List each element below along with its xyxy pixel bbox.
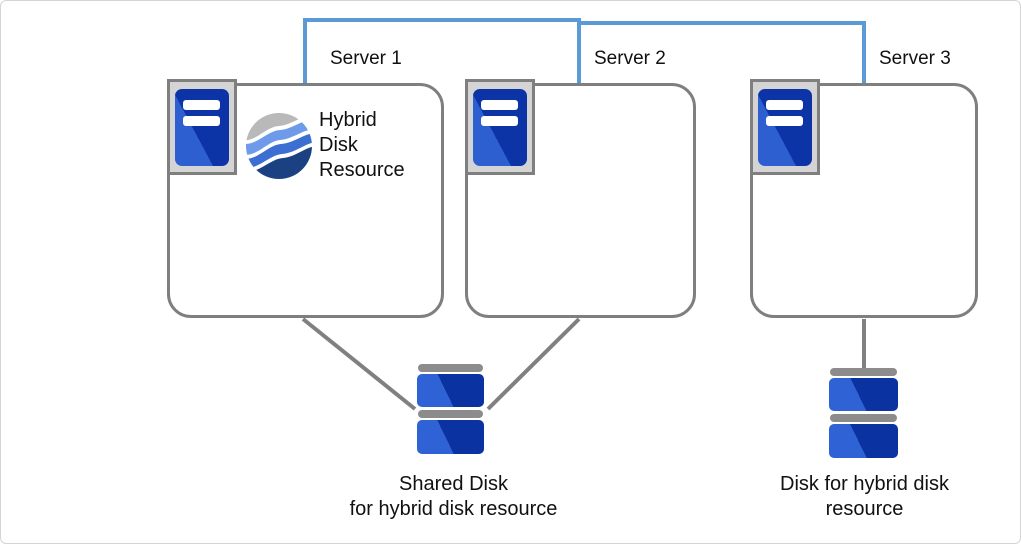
disk-platter (829, 424, 898, 458)
server-icon (465, 79, 535, 175)
server-slot (766, 100, 803, 110)
server1-label: Server 1 (330, 48, 402, 69)
disk-icon (829, 368, 898, 458)
server2-label: Server 2 (594, 48, 666, 69)
interconnect-line-server1-server2 (303, 18, 581, 86)
server-chassis (175, 89, 229, 166)
server-slot (481, 116, 518, 126)
server-slot (481, 100, 518, 110)
disk-cap (830, 368, 897, 376)
server3-label: Server 3 (879, 48, 951, 69)
server-chassis (473, 89, 527, 166)
disk-platter (417, 420, 484, 454)
server-slot (183, 116, 220, 126)
disk-cap (418, 364, 483, 372)
shared-disk-label-line2: for hybrid disk resource (349, 498, 558, 520)
disk-platter (829, 378, 898, 411)
hybrid-disk-label-line1: Disk for hybrid disk (780, 473, 949, 495)
disk-cap (830, 414, 897, 422)
server2-box (465, 83, 696, 318)
server-slot (183, 100, 220, 110)
disk-platter (417, 374, 484, 407)
interconnect-line-server2-server3 (579, 21, 866, 86)
hybrid-disk-resource-icon (246, 113, 312, 179)
server-slot (766, 116, 803, 126)
connector-server2-shared-disk (486, 317, 581, 411)
shared-disk-label-line1: Shared Disk (399, 473, 508, 495)
hybrid-disk-label: Disk for hybrid disk resource (742, 472, 987, 522)
hybrid-disk-resource-label: Hybrid Disk Resource (319, 109, 405, 181)
server-chassis (758, 89, 812, 166)
server-icon (167, 79, 237, 175)
connector-server1-shared-disk (301, 317, 417, 411)
shared-disk-label: Shared Disk for hybrid disk resource (331, 472, 576, 522)
hybrid-disk-label-line2: resource (825, 498, 904, 520)
shared-disk-icon (417, 364, 484, 454)
server-icon (750, 79, 820, 175)
disk-cap (418, 410, 483, 418)
